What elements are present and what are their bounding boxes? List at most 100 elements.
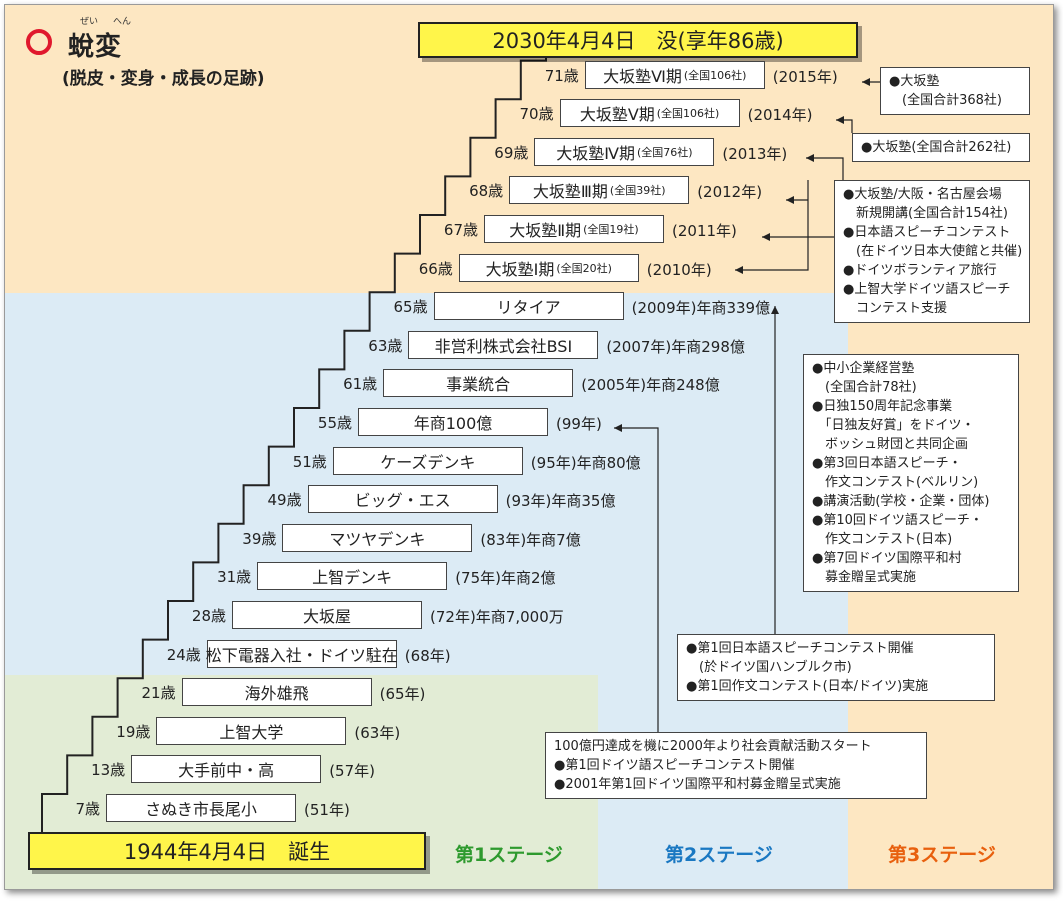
step-note: (2012年) — [697, 183, 763, 202]
info-box-2014: ●大坂塾(全国合計262社) — [852, 133, 1030, 162]
step-age: 39歳 — [242, 529, 277, 548]
step-age: 13歳 — [91, 761, 126, 780]
info-box-2005: ●第1回日本語スピーチコンテスト開催 (於ドイツ国ハンブルク市) ●第1回作文コ… — [677, 634, 995, 701]
step-box: マツヤデンキ — [282, 523, 473, 552]
step-box: 大坂塾Ⅳ期(全国76社) — [534, 137, 715, 166]
birth-label: 1944年4月4日 誕生 — [28, 832, 426, 870]
step-age: 51歳 — [292, 452, 327, 471]
stage2-label: 第2ステージ — [665, 844, 773, 866]
step-note: (65年) — [379, 685, 426, 704]
info-line: 100億円達成を機に2000年より社会貢献活動スタート — [554, 739, 872, 754]
info-line: (於ドイツ国ハンブルク市) — [686, 660, 852, 675]
step-box: さぬき市長尾小 — [106, 794, 296, 822]
step-note: (63年) — [354, 723, 401, 742]
connector-arrow — [806, 157, 844, 180]
step-label: 上智大学 — [219, 722, 284, 742]
arrow-head — [786, 196, 794, 204]
step-label: 海外雄飛 — [244, 684, 309, 704]
step-sublabel: (全国20社) — [556, 261, 612, 275]
step-age: 69歳 — [494, 143, 529, 162]
step-box: 大坂屋 — [232, 601, 422, 629]
info-line: ●2001年第1回ドイツ国際平和村募金贈呈式実施 — [554, 777, 841, 792]
info-line: ●日独150周年記念事業 — [812, 399, 953, 414]
step-sublabel: (全国19社) — [583, 223, 639, 236]
step-note: (2011年) — [672, 222, 737, 240]
step-note: (2014年) — [747, 106, 813, 125]
arrow-head — [836, 116, 844, 124]
arrow-head — [862, 78, 870, 86]
step-note: (83年)年商7億 — [480, 530, 581, 549]
step-box: リタイア — [433, 292, 624, 321]
step-age: 65歳 — [393, 298, 428, 317]
arrow-head — [806, 154, 814, 162]
step-note: (57年) — [329, 762, 375, 781]
step-age: 49歳 — [267, 491, 302, 510]
step-note: (2009年)年商339億 — [631, 299, 771, 318]
step-age: 66歳 — [418, 259, 453, 278]
step-label: 非営利株式会社BSI — [434, 336, 573, 356]
step-box: 年商100億 — [358, 408, 548, 436]
step-note: (68年) — [404, 646, 451, 665]
step-label: ビッグ・エス — [354, 491, 451, 511]
step-label: 大坂塾Ⅲ期 — [532, 182, 608, 202]
step-note: (75年)年商2億 — [455, 569, 556, 588]
step-sublabel: (全国106社) — [683, 68, 747, 82]
step-box: 大坂塾Ⅲ期(全国39社) — [509, 176, 690, 205]
arrow-head — [614, 424, 622, 432]
step-label: 大坂塾Ⅴ期 — [579, 105, 655, 125]
step-note: (51年) — [304, 801, 350, 819]
info-line: ●大坂塾(全国合計262社) — [861, 140, 1012, 155]
info-line: (全国合計368社) — [889, 93, 1002, 108]
info-box-2009: ●中小企業経営塾 (全国合計78社) ●日独150周年記念事業 「日独友好賞」を… — [803, 354, 1019, 592]
info-line: ●中小企業経営塾 — [812, 361, 915, 376]
arrow-head — [762, 233, 770, 241]
circle-icon — [26, 29, 52, 55]
info-line: 募金贈呈式実施 — [812, 570, 917, 585]
step-age: 24歳 — [166, 645, 201, 664]
step-note: (2013年) — [722, 144, 788, 163]
step-label: 上智デンキ — [312, 568, 393, 588]
title-ruby-2: へん — [113, 17, 132, 27]
step-label: 大坂塾Ⅰ期 — [485, 259, 555, 279]
step-age: 31歳 — [217, 568, 252, 587]
title-ruby-1: ぜい — [80, 17, 99, 27]
connector-arrow — [735, 180, 809, 271]
info-line: ●第1回ドイツ語スピーチコンテスト開催 — [554, 758, 795, 773]
step-age: 70歳 — [519, 105, 554, 124]
step-label: 大坂塾Ⅳ期 — [556, 143, 635, 163]
page-subtitle: (脱皮・変身・成長の足跡) — [62, 69, 265, 89]
arrow-head — [735, 266, 743, 274]
step-note: (95年)年商80億 — [530, 453, 641, 472]
stage3-label: 第3ステージ — [888, 844, 996, 866]
step-box: 大坂塾Ⅴ期(全国106社) — [559, 99, 740, 128]
step-note: (2015年) — [772, 67, 838, 86]
step-label: 大坂屋 — [302, 607, 351, 626]
info-line: 新規開講(全国合計154社) — [843, 206, 1008, 221]
info-line: (全国合計78社) — [812, 380, 917, 395]
info-line: コンテスト支援 — [843, 301, 948, 316]
step-age: 63歳 — [368, 336, 403, 355]
step-sublabel: (全国39社) — [609, 184, 666, 198]
step-label: 大坂塾Ⅱ期 — [509, 221, 582, 240]
step-label: さぬき市長尾小 — [145, 800, 257, 819]
step-box: 大坂塾Ⅱ期(全国19社) — [484, 215, 664, 243]
step-box: ビッグ・エス — [307, 485, 498, 514]
step-box: 大坂塾Ⅵ期(全国106社) — [584, 60, 765, 89]
step-box: 大手前中・高 — [131, 755, 322, 784]
step-label: ケーズデンキ — [380, 452, 476, 472]
stage1-label: 第1ステージ — [455, 844, 563, 866]
info-box-2015: ●大坂塾 (全国合計368社) — [880, 67, 1030, 115]
step-note: (2007年)年商298億 — [606, 337, 745, 356]
step-sublabel: (全国76社) — [636, 145, 693, 159]
info-line: 作文コンテスト(ベルリン) — [812, 475, 979, 490]
step-label: 大手前中・高 — [178, 761, 275, 781]
step-label: 大坂塾Ⅵ期 — [603, 66, 682, 86]
step-age: 71歳 — [544, 66, 579, 85]
step-age: 61歳 — [343, 375, 378, 394]
info-box-2012: ●大坂塾/大阪・名古屋会場 新規開講(全国合計154社) ●日本語スピーチコンテ… — [834, 180, 1030, 323]
step-age: 19歳 — [116, 722, 151, 741]
info-line: ●第1回作文コンテスト(日本/ドイツ)実施 — [686, 679, 929, 694]
info-line: ●講演活動(学校・企業・団体) — [812, 494, 990, 509]
step-box: 松下電器入社・ドイツ駐在 — [206, 639, 398, 668]
